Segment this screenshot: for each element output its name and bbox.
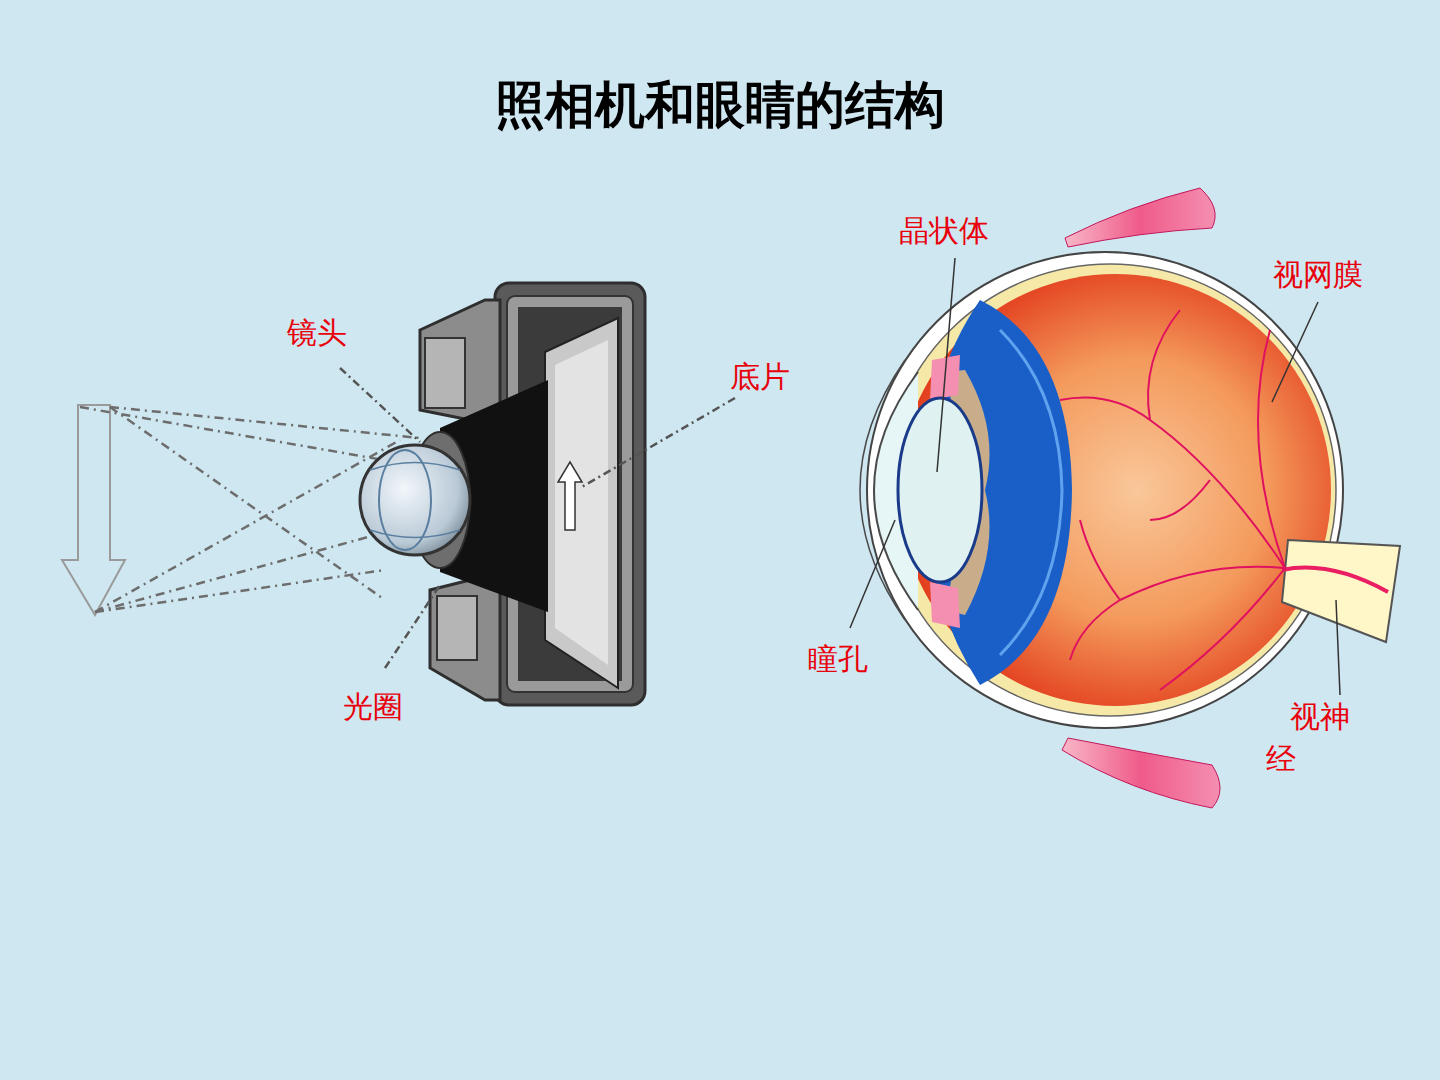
page-title: 照相机和眼睛的结构 (0, 75, 1440, 135)
object-arrow (62, 405, 125, 615)
part-label: 底片 (730, 356, 790, 398)
part-label: 瞳孔 (808, 638, 868, 680)
part-label: 镜头 (287, 312, 347, 354)
optic-nerve (1282, 540, 1400, 642)
camera-leader-lines (340, 368, 735, 668)
retinal-vessels (1060, 310, 1285, 690)
part-label: 光圈 (343, 686, 403, 728)
part-label: 视网膜 (1273, 254, 1363, 296)
eye-leader-lines (850, 258, 1340, 695)
camera-lens (360, 432, 470, 568)
part-label: 晶状体 (899, 210, 989, 252)
part-label: 视神经 (1266, 696, 1354, 780)
eyeball (860, 252, 1343, 728)
